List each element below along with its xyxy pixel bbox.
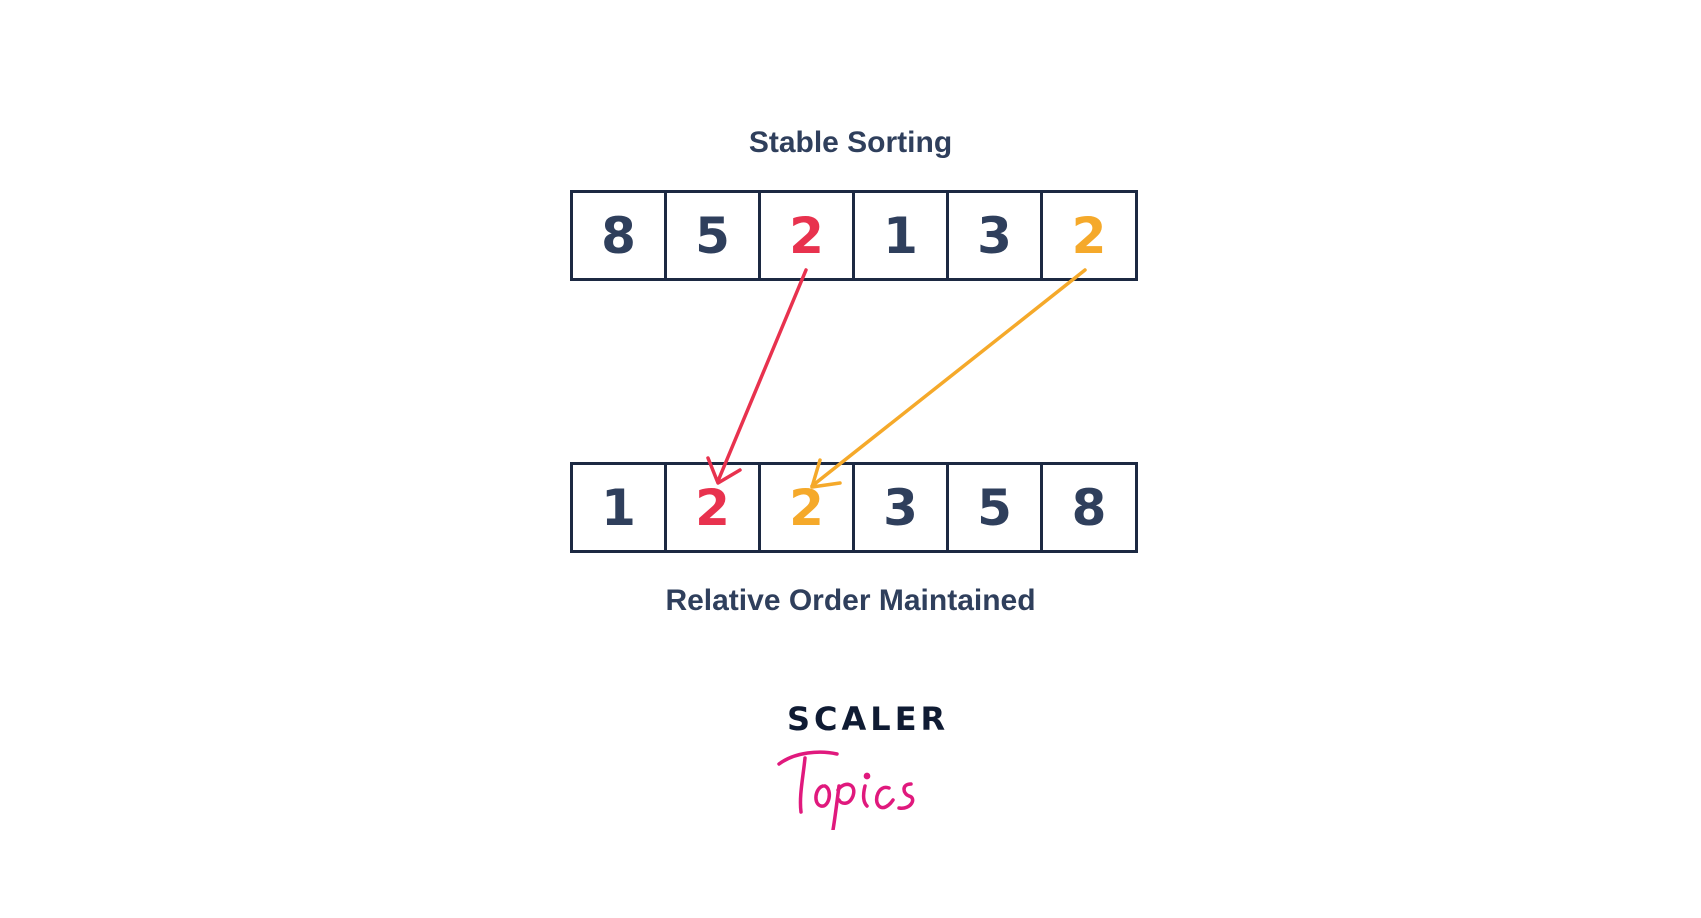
- input-cell: 3: [949, 193, 1043, 278]
- red-mapping-arrow: [706, 268, 808, 485]
- input-cell: 8: [573, 193, 667, 278]
- orange-mapping-arrow: [810, 268, 1087, 489]
- input-cell-highlight-red: 2: [761, 193, 855, 278]
- sorted-cell: 1: [573, 465, 667, 550]
- input-cell: 5: [667, 193, 761, 278]
- sorted-cell: 3: [855, 465, 949, 550]
- sorted-cell: 5: [949, 465, 1043, 550]
- logo-script-topics: [777, 750, 915, 830]
- sorted-cell-highlight-orange: 2: [761, 465, 855, 550]
- sorted-cell-highlight-red: 2: [667, 465, 761, 550]
- input-cell: 1: [855, 193, 949, 278]
- sorted-array: 1 2 2 3 5 8: [570, 462, 1138, 553]
- diagram-caption: Relative Order Maintained: [665, 584, 1036, 617]
- sorted-cell: 8: [1071, 478, 1107, 537]
- diagram-title: Stable Sorting: [748, 126, 953, 159]
- input-array: 8 5 2 1 3 2: [570, 190, 1138, 281]
- scaler-topics-logo: SCALER: [775, 700, 945, 830]
- input-cell-highlight-orange: 2: [1071, 206, 1107, 265]
- logo-wordmark: SCALER: [787, 700, 950, 738]
